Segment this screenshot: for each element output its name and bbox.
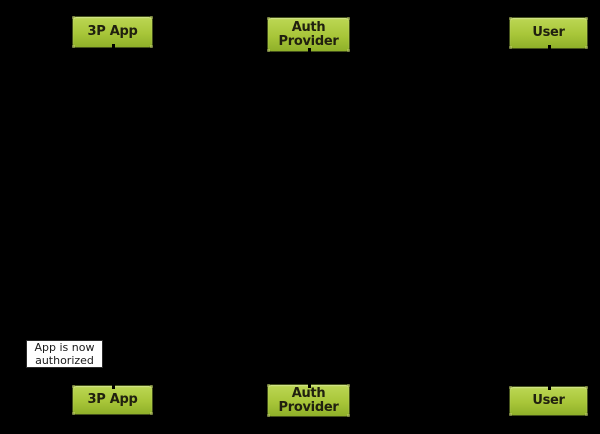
corner-handle: [267, 414, 270, 417]
actor-label-user: User: [532, 25, 565, 40]
actor-label-user: User: [532, 393, 565, 408]
corner-handle: [509, 386, 512, 389]
actor-label-auth-provider: Auth Provider: [278, 19, 339, 49]
actor-box-auth-provider-top: Auth Provider: [267, 17, 350, 53]
lifeline-stub: [307, 48, 311, 53]
corner-handle: [347, 49, 350, 52]
note-app-authorized: App is now authorized: [26, 340, 103, 368]
actor-box-3p-app-bottom: 3P App: [72, 384, 153, 415]
lifeline-stub: [111, 384, 115, 389]
corner-handle: [72, 385, 75, 388]
lifeline-stub: [547, 45, 551, 50]
corner-handle: [347, 17, 350, 20]
corner-handle: [585, 413, 588, 416]
actor-label-3p-app: 3P App: [87, 24, 138, 39]
corner-handle: [72, 412, 75, 415]
corner-handle: [347, 414, 350, 417]
corner-handle: [585, 46, 588, 49]
corner-handle: [150, 385, 153, 388]
actor-box-auth-provider-bottom: Auth Provider: [267, 383, 350, 417]
actor-label-auth-provider: Auth Provider: [278, 385, 339, 415]
lifeline-stub: [547, 385, 551, 390]
actor-label-3p-app: 3P App: [87, 392, 138, 407]
corner-handle: [267, 49, 270, 52]
corner-handle: [267, 384, 270, 387]
corner-handle: [585, 17, 588, 20]
corner-handle: [267, 17, 270, 20]
note-text: App is now authorized: [34, 341, 95, 367]
lifeline-stub: [111, 44, 115, 49]
corner-handle: [72, 16, 75, 19]
corner-handle: [150, 16, 153, 19]
corner-handle: [150, 45, 153, 48]
actor-box-user-bottom: User: [509, 385, 588, 416]
corner-handle: [509, 46, 512, 49]
corner-handle: [509, 413, 512, 416]
actor-box-user-top: User: [509, 17, 588, 50]
corner-handle: [72, 45, 75, 48]
actor-box-3p-app-top: 3P App: [72, 16, 153, 49]
lifeline-stub: [307, 383, 311, 388]
corner-handle: [509, 17, 512, 20]
corner-handle: [585, 386, 588, 389]
corner-handle: [347, 384, 350, 387]
corner-handle: [150, 412, 153, 415]
